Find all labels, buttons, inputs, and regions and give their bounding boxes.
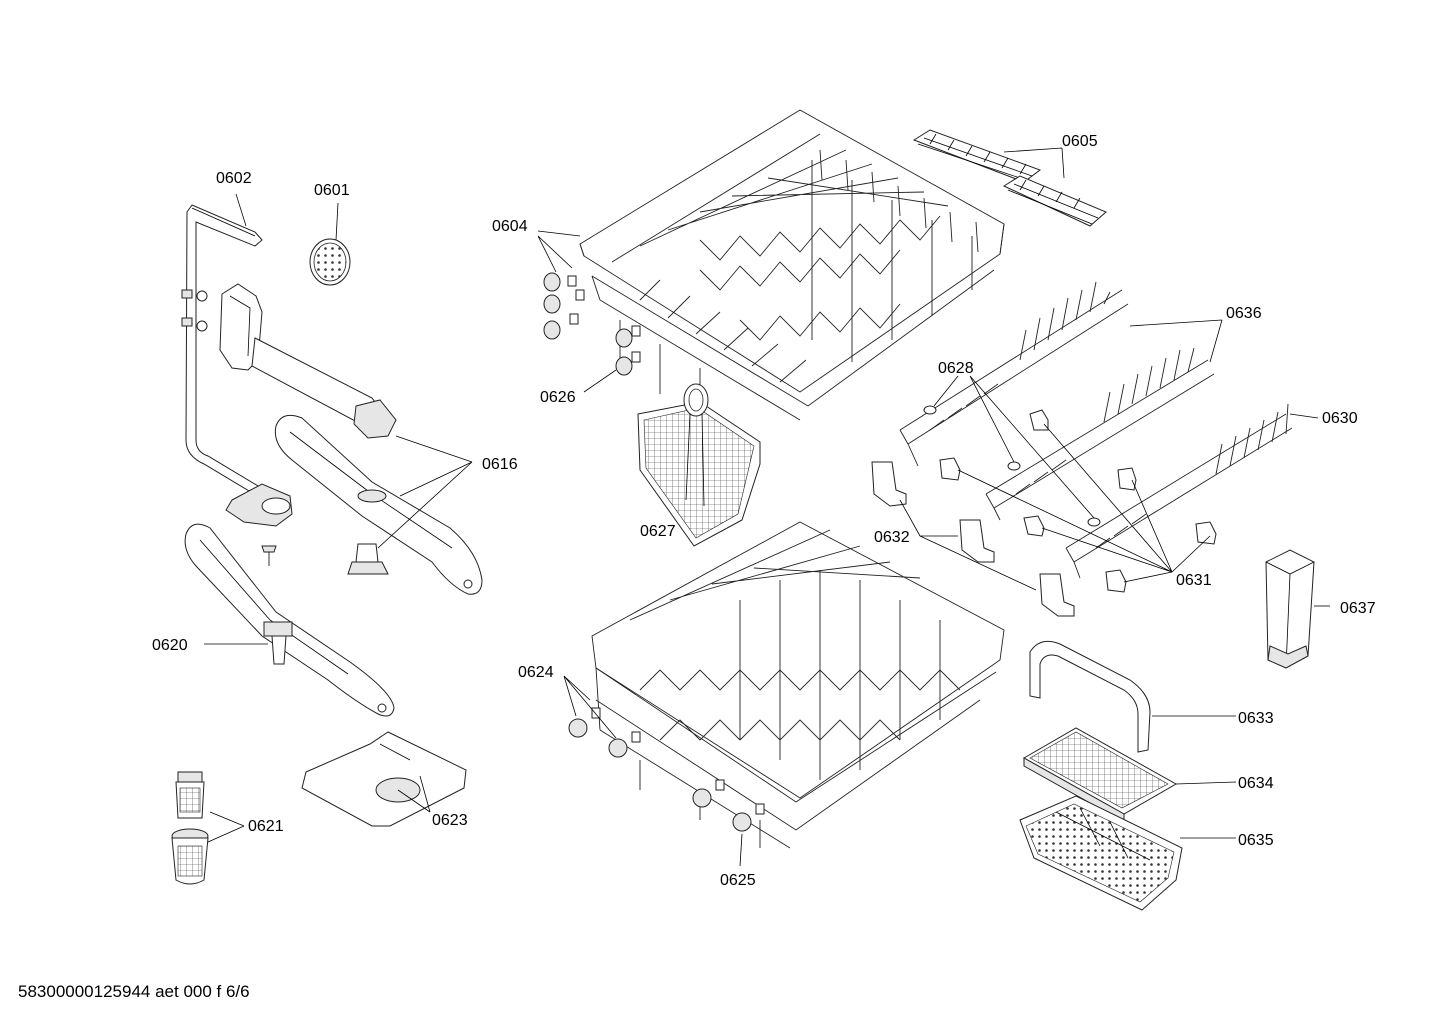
label-0604: 0604: [492, 218, 528, 235]
part-screw: [261, 545, 277, 566]
label-0602: 0602: [216, 170, 252, 187]
label-0605: 0605: [1062, 133, 1098, 150]
label-0628: 0628: [938, 360, 974, 377]
label-0620: 0620: [152, 637, 188, 654]
part-labels: 0602 0601 0604 0605 0616 0620 0621 0623 …: [152, 133, 1376, 889]
label-0637: 0637: [1340, 600, 1376, 617]
part-0633-handle: [1029, 640, 1151, 753]
label-0621: 0621: [248, 818, 284, 835]
part-0637-tall-holder: [1265, 549, 1315, 669]
label-0623: 0623: [432, 812, 468, 829]
label-0625: 0625: [720, 872, 756, 889]
part-0631-clips: [939, 409, 1217, 593]
part-0626-wheels: [615, 325, 641, 376]
label-0634: 0634: [1238, 775, 1274, 792]
part-0620-lower-spray-arm: [184, 523, 395, 717]
label-0616: 0616: [482, 456, 518, 473]
label-0632: 0632: [874, 529, 910, 546]
label-0635: 0635: [1238, 832, 1274, 849]
part-0604-upper-basket: [579, 109, 1005, 421]
part-0636-tine-row-middle: [985, 347, 1215, 521]
part-0627-cutlery-basket: [637, 383, 761, 547]
label-0633: 0633: [1238, 710, 1274, 727]
footer-document-code: 58300000125944 aet 000 f 6/6: [18, 982, 250, 1001]
label-0627: 0627: [640, 523, 676, 540]
label-0630: 0630: [1322, 410, 1358, 427]
part-0625-wheels: [692, 779, 765, 832]
label-0624: 0624: [518, 664, 554, 681]
part-0624-wheels: [568, 707, 641, 758]
part-0601-spray-head: [309, 238, 351, 286]
part-0602-water-pipe: [181, 204, 269, 501]
part-0621-filter: [171, 771, 209, 885]
part-0604-wheels: [543, 272, 585, 340]
part-0605-cup-racks: [912, 129, 1107, 227]
label-0601: 0601: [314, 182, 350, 199]
part-0630-tine-row-lower: [1065, 403, 1293, 579]
part-upper-spray-manifold: [219, 283, 397, 527]
part-0632-clips: [871, 461, 1075, 617]
leader-lines: [204, 147, 1330, 867]
part-0634-cutlery-lid: [1022, 727, 1178, 823]
label-0636: 0636: [1226, 305, 1262, 322]
part-0636-tine-row-upper: [899, 281, 1129, 467]
part-0616-upper-spray-arm: [274, 414, 483, 595]
part-0628-pins: [923, 405, 1101, 527]
label-0631: 0631: [1176, 572, 1212, 589]
label-0626: 0626: [540, 389, 576, 406]
part-lower-basket: [591, 521, 1005, 849]
part-0635-cutlery-basket: [1019, 795, 1183, 911]
